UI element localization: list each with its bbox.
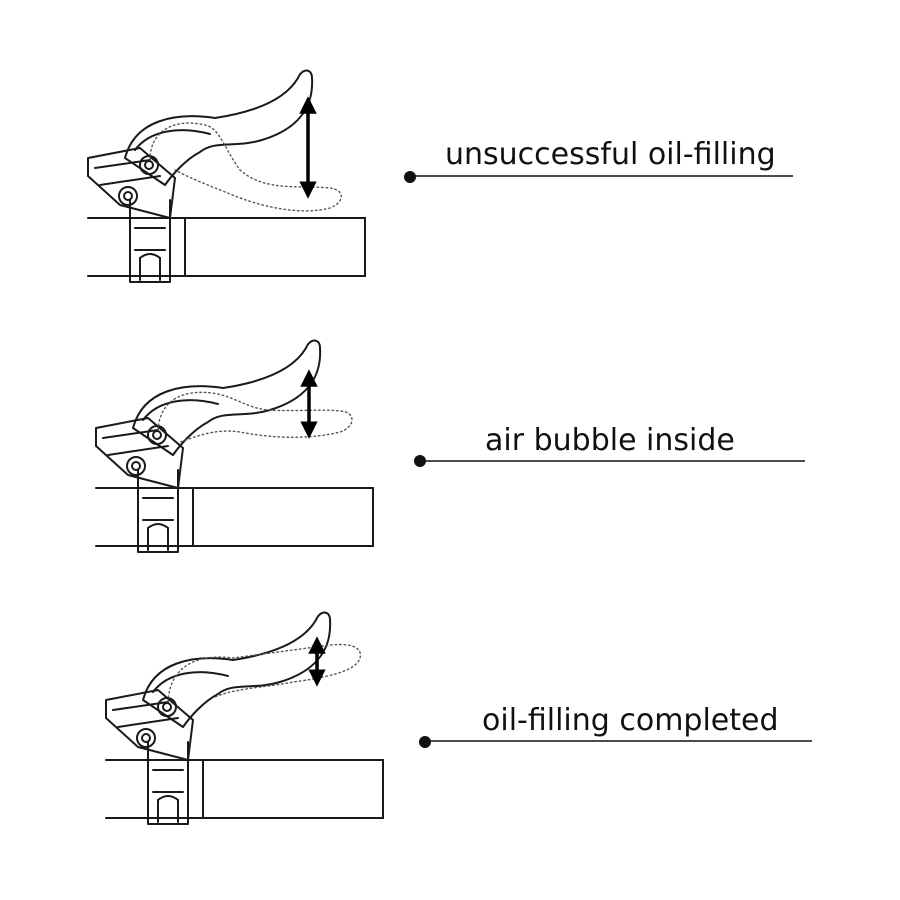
- panel-unsuccessful: unsuccessful oil-filling: [87, 69, 793, 283]
- brake-lever-icon: [95, 339, 374, 553]
- panel-air-bubble: air bubble inside: [95, 339, 805, 553]
- leader-dot: [404, 171, 416, 183]
- leader-dot: [414, 455, 426, 467]
- panel-completed: oil-filling completed: [105, 611, 812, 825]
- panel-label: oil-filling completed: [482, 703, 779, 738]
- brake-lever-icon: [105, 611, 384, 825]
- leader-dot: [419, 736, 431, 748]
- panel-label: unsuccessful oil-filling: [445, 137, 776, 172]
- panel-label: air bubble inside: [485, 423, 735, 458]
- brake-lever-icon: [87, 69, 366, 283]
